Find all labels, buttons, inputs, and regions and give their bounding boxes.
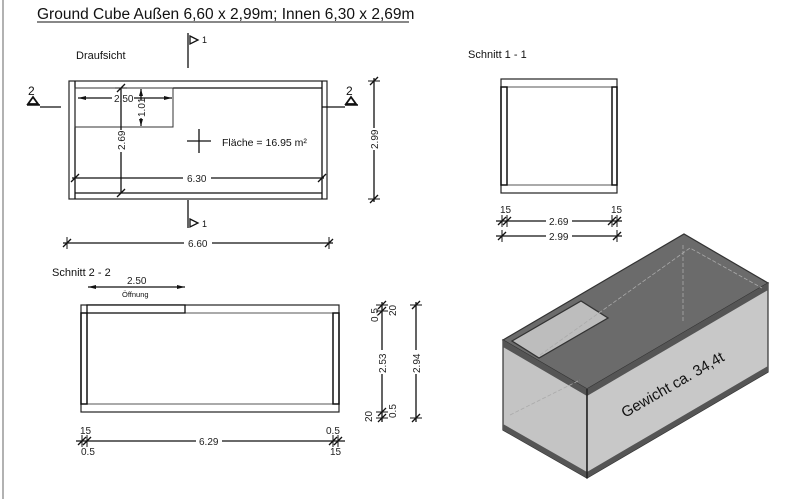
svg-text:15: 15 (500, 205, 512, 216)
svg-text:Schnitt 1 - 1: Schnitt 1 - 1 (468, 49, 527, 61)
svg-text:1: 1 (202, 35, 207, 45)
svg-text:Öffnung: Öffnung (122, 290, 149, 299)
svg-text:0.5: 0.5 (81, 447, 95, 458)
opening (510, 300, 610, 359)
svg-text:15: 15 (330, 447, 342, 458)
top-view: Draufsicht 2.50 1.01 2.69 6.30 Fläche = … (26, 33, 381, 250)
opening (86, 304, 186, 314)
svg-text:2.69: 2.69 (549, 217, 569, 228)
svg-text:0.5: 0.5 (388, 404, 399, 418)
isometric-view: Gewicht ca. 34,4t (501, 233, 770, 480)
section-1-1: Schnitt 1 - 1 15 15 2.69 2.99 (468, 49, 623, 243)
top-view-label: Draufsicht (76, 50, 126, 62)
svg-text:2.99: 2.99 (370, 129, 381, 149)
section-2-2: Schnitt 2 - 2 2.50 Öffnung 15 0.5 0.5 15… (52, 267, 423, 458)
svg-text:2.53: 2.53 (378, 353, 389, 373)
svg-text:Schnitt 2 - 2: Schnitt 2 - 2 (52, 267, 111, 279)
svg-text:6.60: 6.60 (188, 239, 208, 250)
svg-text:2.99: 2.99 (549, 232, 569, 243)
svg-text:2.50: 2.50 (127, 276, 147, 287)
drawing-title: Ground Cube Außen 6,60 x 2,99m; Innen 6,… (37, 6, 414, 23)
svg-text:20: 20 (388, 304, 399, 316)
svg-text:6.29: 6.29 (199, 437, 219, 448)
svg-text:2.94: 2.94 (412, 353, 423, 373)
svg-text:2: 2 (28, 84, 35, 98)
svg-text:1: 1 (202, 219, 207, 229)
svg-text:2.50: 2.50 (114, 94, 134, 105)
svg-text:2.69: 2.69 (117, 130, 128, 150)
svg-text:6.30: 6.30 (187, 174, 207, 185)
svg-text:1.01: 1.01 (137, 97, 148, 117)
svg-text:15: 15 (80, 426, 92, 437)
svg-text:20: 20 (364, 410, 375, 422)
svg-text:15: 15 (611, 205, 623, 216)
svg-text:2: 2 (346, 84, 353, 98)
svg-text:0.5: 0.5 (370, 308, 381, 322)
area-label: Fläche = 16.95 m² (222, 137, 307, 149)
svg-text:0.5: 0.5 (326, 426, 340, 437)
